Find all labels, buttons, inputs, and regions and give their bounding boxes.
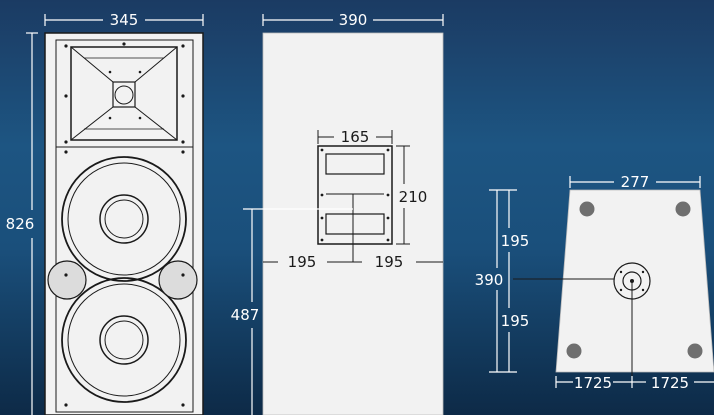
- bottom-depth-upper-label: 195: [501, 232, 530, 250]
- woofer-lower: [61, 277, 187, 403]
- handle-offset-left-label: 195: [288, 253, 317, 271]
- bass-port-left: [47, 260, 87, 300]
- woofer-upper: [61, 156, 187, 282]
- foot-top-right: [675, 201, 691, 217]
- handle-offset-right-label: 195: [375, 253, 404, 271]
- side-view: 390 165 210 195 195 487: [231, 11, 444, 415]
- bottom-panel: [555, 189, 714, 373]
- handle-width-label: 165: [341, 128, 370, 146]
- bottom-depth-lower-label: 195: [501, 312, 530, 330]
- handle-height-label: 210: [399, 188, 428, 206]
- bottom-view: 277 390 195 195 1725 1725: [475, 173, 714, 392]
- bass-port-right: [158, 260, 198, 300]
- foot-top-left: [579, 201, 595, 217]
- front-height-label: 826: [6, 215, 35, 233]
- foot-bottom-right: [687, 343, 703, 359]
- front-width-label: 345: [110, 11, 139, 29]
- front-grille-frame: [55, 39, 194, 413]
- carry-handle: [317, 145, 393, 245]
- bottom-right-width-label: 1725: [651, 374, 689, 392]
- front-screws: [64, 42, 185, 407]
- pole-socket: [513, 262, 651, 381]
- side-width-label: 390: [339, 11, 368, 29]
- foot-bottom-left: [566, 343, 582, 359]
- bottom-top-width-label: 277: [621, 173, 650, 191]
- handle-height-from-base-label: 487: [231, 306, 260, 324]
- horn-tweeter: [70, 46, 178, 141]
- bottom-left-width-label: 1725: [574, 374, 612, 392]
- bottom-depth-label: 390: [475, 271, 504, 289]
- front-view: 345 826: [6, 11, 204, 415]
